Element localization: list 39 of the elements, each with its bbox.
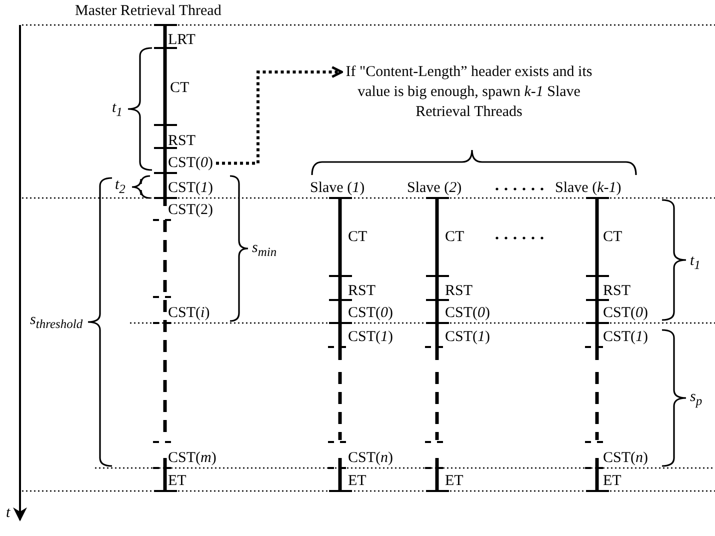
phase-label: RST (348, 283, 376, 300)
phase-label: RST (445, 283, 473, 300)
interval-label: t$_{1}$ (112, 100, 122, 120)
phase-label: CST(0) (168, 155, 214, 172)
phase-label: CST(n) (348, 450, 394, 466)
phase-label: ET (445, 473, 464, 490)
phase-label: CST(1) (603, 329, 648, 346)
phase-label: CST(i) (168, 305, 210, 322)
phase-label: CST(1) (348, 329, 394, 346)
phase-label: RST (168, 133, 196, 150)
phase-label: CT (348, 229, 368, 246)
interval-label: s$_{p}$ (690, 389, 702, 409)
phase-label: CT (445, 229, 464, 246)
phase-label: CT (170, 80, 190, 96)
phase-label: ET (603, 473, 622, 490)
phase-label: CST(1) (445, 329, 490, 346)
phase-label: CST(0) (603, 305, 648, 322)
thread-title: Slave (2) (407, 180, 462, 196)
phase-label: CST(m) (168, 450, 216, 466)
phase-label: ET (168, 473, 186, 490)
annotation-note: If "Content-Length” header exists and its value is big enough, spawn k-1 Slave Retrieval Threads (338, 62, 600, 122)
interval-label: s$_{min}$ (252, 240, 277, 260)
thread-title: Master Retrieval Thread (75, 3, 222, 20)
phase-label: LRT (168, 32, 196, 48)
phase-label: CT (603, 229, 622, 246)
phase-label: RST (603, 283, 631, 300)
axis-label: t (6, 505, 10, 522)
phase-label: ET (348, 473, 366, 490)
thread-title: Slave (k-1) (555, 180, 622, 196)
arrow (216, 66, 343, 165)
interval-label: t$_{1}$ (690, 253, 700, 273)
phase-label: CST(n) (603, 450, 648, 466)
thread-title: Slave (1) (310, 180, 365, 196)
interval-label: s$_{threshold}$ (30, 312, 83, 332)
interval-label: t$_{2}$ (115, 177, 126, 197)
phase-label: CST(0) (348, 305, 394, 322)
phase-label: CST(0) (445, 305, 490, 322)
phase-label: CST(2) (168, 202, 213, 218)
phase-label: CST(1) (168, 180, 214, 196)
